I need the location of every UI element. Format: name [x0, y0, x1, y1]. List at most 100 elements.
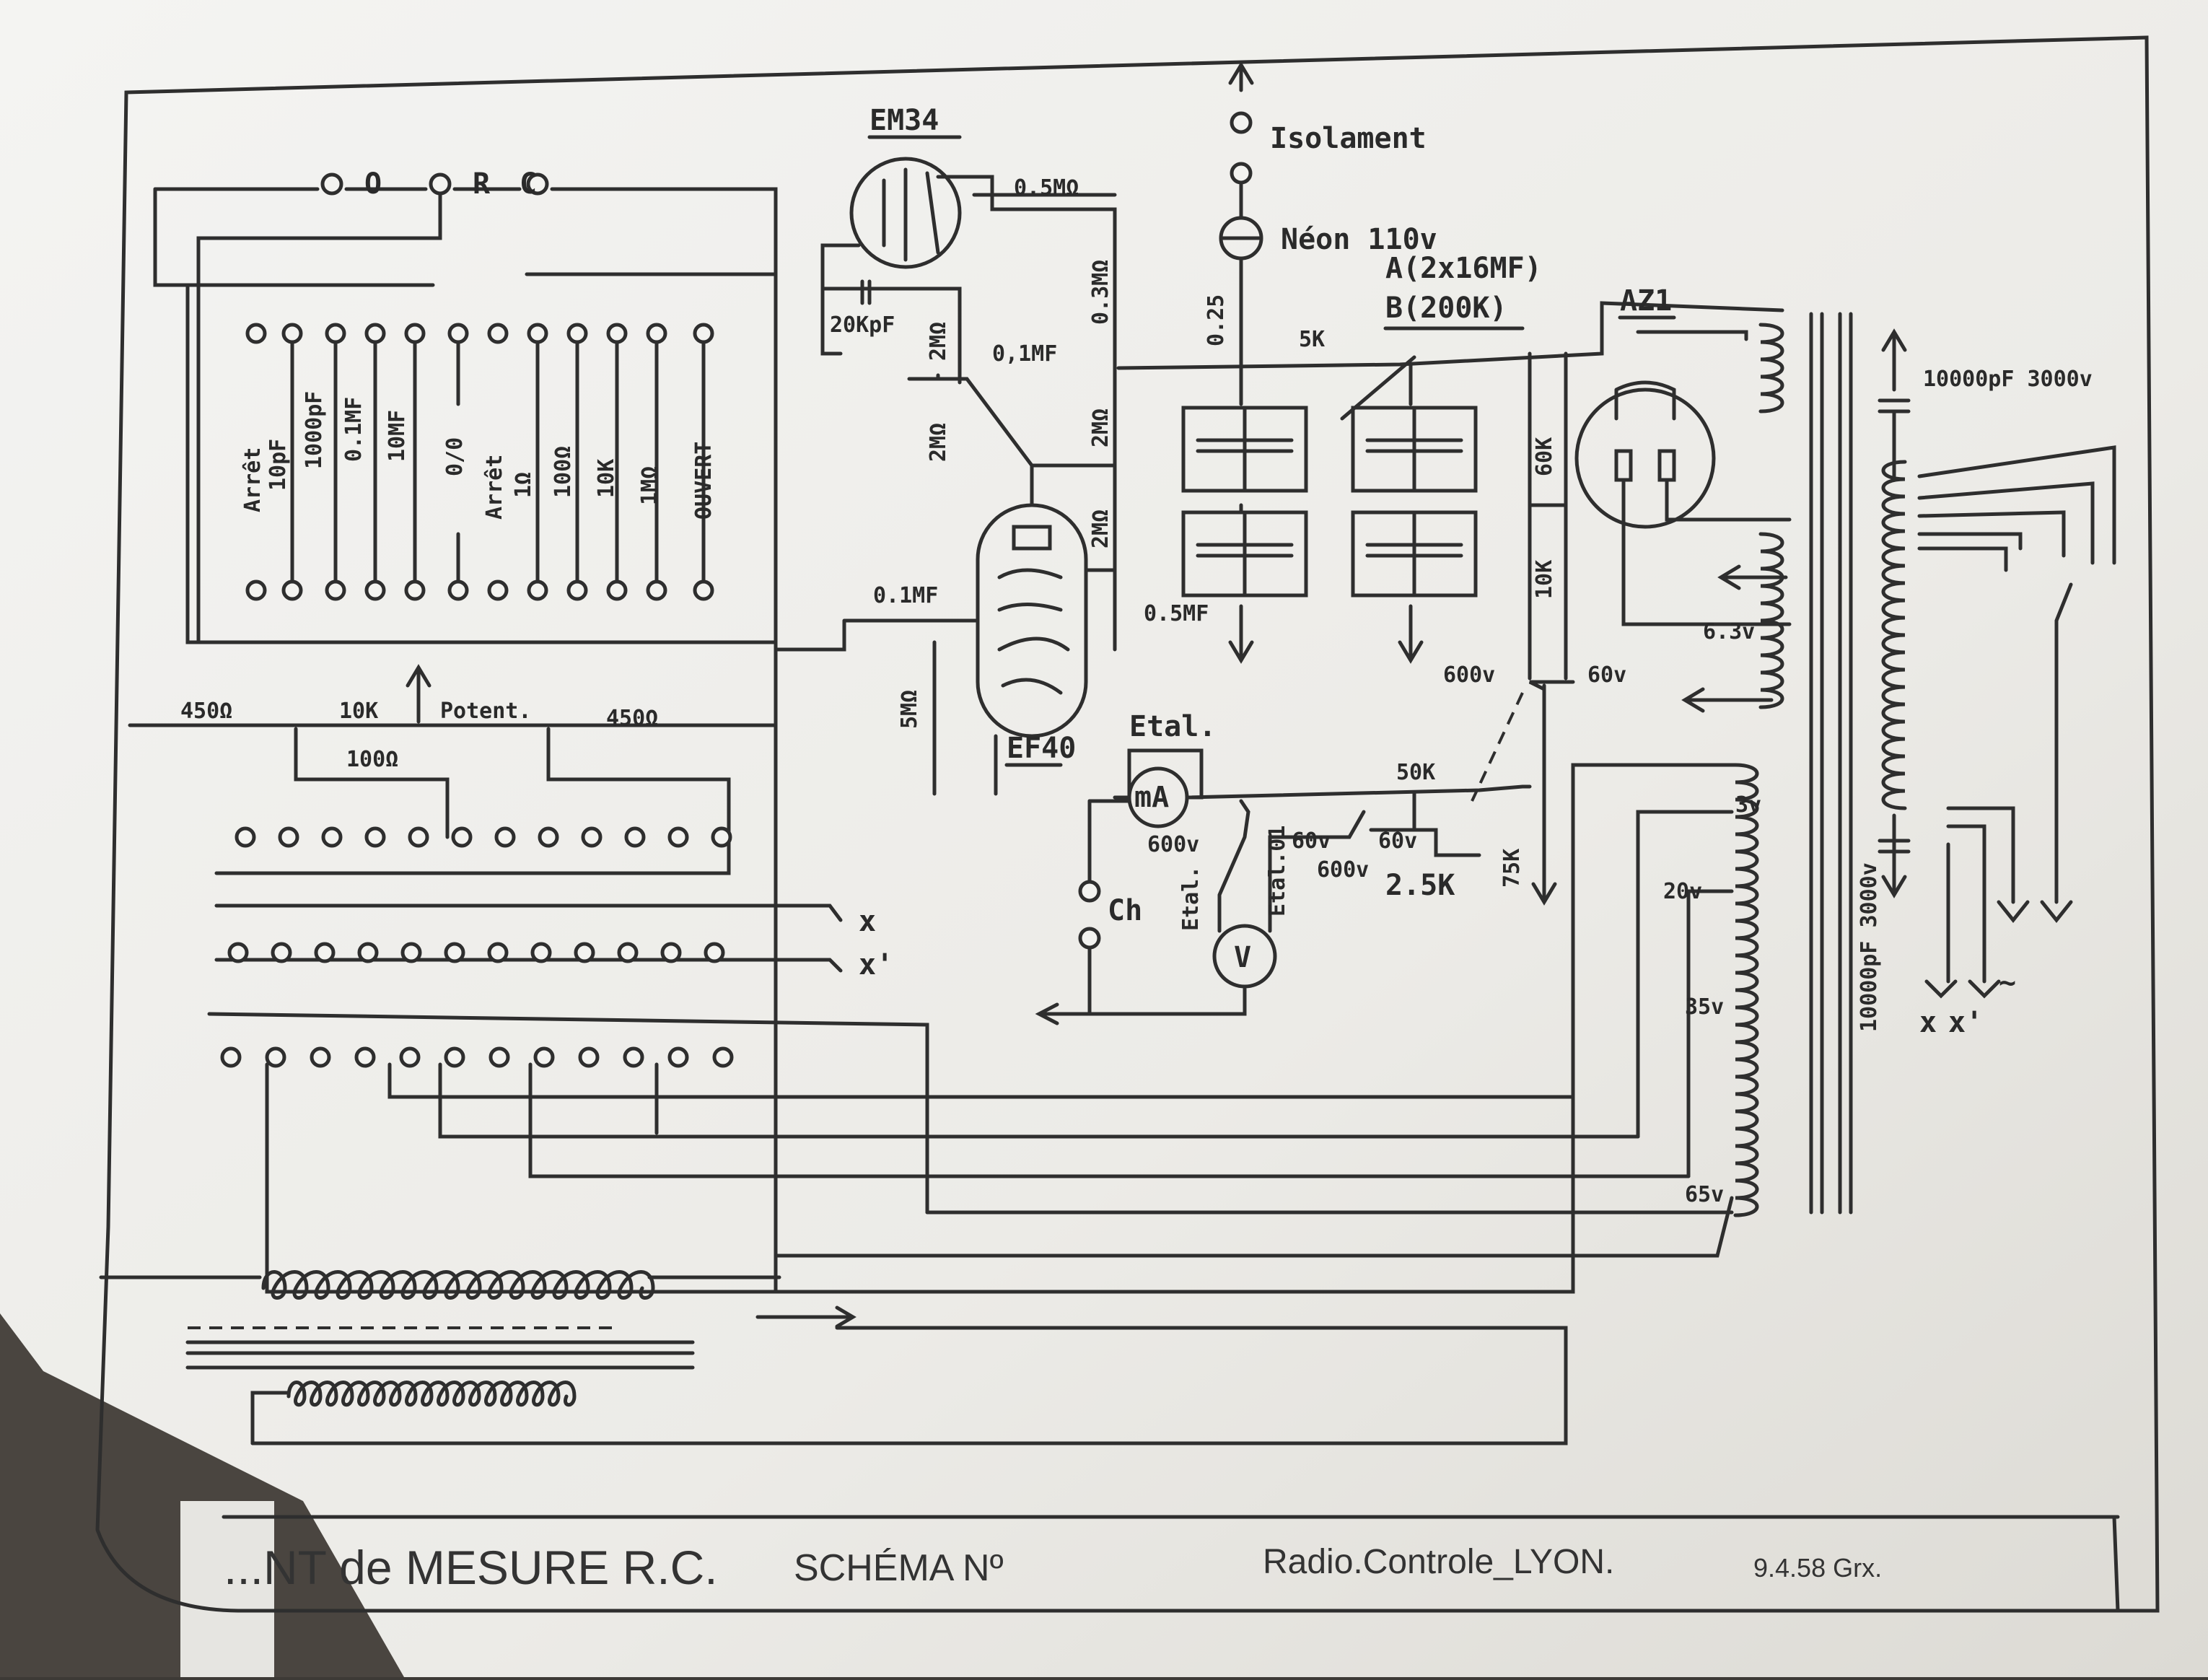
- isolation-label: Isolament: [1270, 122, 1427, 155]
- terminal-row-a: [235, 826, 732, 848]
- range-terminal-bottom: [646, 579, 667, 601]
- range-label-10k: 10K: [594, 459, 619, 498]
- range-terminal-top: [325, 323, 346, 344]
- range-terminals: [245, 323, 714, 601]
- switch-position-row: O R C: [153, 167, 778, 644]
- drawing-frame: [95, 35, 2160, 1613]
- terminal-b: [574, 942, 595, 963]
- r-5k-label: 5K: [1299, 327, 1325, 352]
- terminal-c: [310, 1046, 331, 1068]
- terminal-a: [667, 826, 689, 848]
- r-2m-c-label: 2MΩ: [1088, 408, 1113, 447]
- ch-label: Ch: [1108, 894, 1142, 927]
- etal-ma-label: Etal.: [1129, 710, 1216, 743]
- terminal-c: [623, 1046, 644, 1068]
- tap-6-3-label: 6.3v: [1703, 619, 1755, 644]
- title-block: ...NT de MESURE R.C. SCHÉMA Nº Radio.Con…: [224, 1541, 1882, 1594]
- terminal-c: [399, 1046, 421, 1068]
- pot-bottom-value: 100Ω: [346, 747, 398, 772]
- r-50k-label: 50K: [1396, 760, 1435, 785]
- terminal-a: [321, 826, 343, 848]
- terminal-b: [227, 942, 249, 963]
- c-20kpf-label: 20KpF: [830, 312, 895, 338]
- terminal-row-c: [220, 1046, 734, 1068]
- r-03m-label: 0.3MΩ: [1088, 260, 1113, 325]
- footer-date: 9.4.58 Grx.: [1753, 1553, 1882, 1583]
- v600-b-label: 600v: [1317, 857, 1369, 883]
- range-terminal-bottom: [487, 579, 509, 601]
- etal-1-label: Etal.: [1178, 866, 1204, 931]
- range-label-arret-2: Arrêt: [482, 455, 507, 520]
- terminal-a: [581, 826, 603, 848]
- range-label-percent: 0/0: [442, 437, 468, 476]
- v60-b-label: 60v: [1378, 828, 1417, 854]
- terminal-a: [624, 826, 646, 848]
- terminal-a: [538, 826, 559, 848]
- terminal-c: [578, 1046, 600, 1068]
- power-transformer: 3v 20v 35v 65v 10000pF 3000v 10000pF 300…: [1663, 312, 2116, 1217]
- output-x-prime-label: x': [859, 948, 893, 981]
- cap-hv-top-line1: 10000pF 3000v: [1923, 367, 2093, 392]
- range-terminal-top: [447, 323, 469, 344]
- caps-a-label: A(2x16MF): [1385, 252, 1542, 285]
- c-05mf-label: 0.5MF: [1144, 601, 1209, 626]
- terminal-c: [444, 1046, 465, 1068]
- etal-01-label: Etal.01: [1265, 826, 1290, 916]
- r-2m-b-label: 2MΩ: [926, 423, 951, 462]
- terminal-c: [489, 1046, 510, 1068]
- v-meter-label: V: [1234, 941, 1251, 974]
- range-terminal-top: [693, 323, 714, 344]
- terminal-b: [357, 942, 379, 963]
- ht-secondary-coil: [1881, 460, 1907, 810]
- terminal-b: [530, 942, 552, 963]
- terminal-b: [314, 942, 336, 963]
- terminal-a: [494, 826, 516, 848]
- em34-label: EM34: [869, 104, 939, 137]
- terminal-b: [617, 942, 639, 963]
- ac-symbol: ~: [1999, 966, 2016, 999]
- voltmeter: [1212, 924, 1277, 989]
- title-block-edge: [2112, 1515, 2120, 1613]
- ch-terminal: [1078, 880, 1101, 903]
- range-label-100ohm: 100Ω: [551, 446, 576, 498]
- filter-capacitor-blocks: [1181, 406, 1478, 598]
- em34-tube: EM34 20KpF 0.5MΩ: [820, 104, 1117, 652]
- output-rows: x x': [207, 904, 1691, 1294]
- range-terminal-bottom: [606, 579, 628, 601]
- terminal-a: [711, 826, 732, 848]
- terminal-c: [712, 1046, 734, 1068]
- terminal-c: [354, 1046, 376, 1068]
- pot-left-value: 450Ω: [180, 699, 232, 724]
- az1-rectifier: AZ1 60K 10K 6.3v: [1528, 284, 1792, 713]
- terminal-a: [278, 826, 299, 848]
- ch-terminal-2: [1078, 927, 1101, 950]
- footer-title: ...NT de MESURE R.C.: [224, 1541, 718, 1594]
- terminal-c: [265, 1046, 286, 1068]
- terminal-c: [533, 1046, 555, 1068]
- footer-origin: Radio.Controle_LYON.: [1263, 1543, 1614, 1581]
- terminal-c: [667, 1046, 689, 1068]
- range-terminal-bottom: [325, 579, 346, 601]
- terminal-c: [220, 1046, 242, 1068]
- terminal-a: [408, 826, 429, 848]
- r-2m-d-label: 2MΩ: [1088, 509, 1113, 548]
- terminal-row-b: [227, 942, 725, 963]
- az1-label: AZ1: [1620, 284, 1672, 318]
- ef40-tube: EF40 0.1MF 0.5MF 5MΩ 0,1MF 2MΩ 2MΩ 0.3MΩ…: [774, 260, 1209, 796]
- range-label-1mohm: 1MΩ: [637, 466, 662, 505]
- range-terminal-top: [527, 323, 548, 344]
- v600-c-label: 600v: [1443, 662, 1495, 688]
- r-025-label: 0.25: [1204, 294, 1229, 346]
- c-01mf-top-label: 0,1MF: [992, 341, 1057, 367]
- cap-hv-bottom-label: 10000pF 3000v: [1857, 862, 1882, 1032]
- r-05m-top-label: 0.5MΩ: [1014, 175, 1079, 201]
- r-2-5k-label: 2.5K: [1385, 869, 1455, 902]
- tap-3v-label: 3v: [1735, 792, 1761, 818]
- mains-transformer: [99, 1270, 857, 1445]
- ef40-label: EF40: [1007, 732, 1076, 765]
- range-terminal-bottom: [245, 579, 267, 601]
- caps-b-label: B(200K): [1385, 292, 1507, 325]
- range-terminal-bottom: [404, 579, 426, 601]
- range-label-ouvert: OUVERT: [691, 442, 717, 520]
